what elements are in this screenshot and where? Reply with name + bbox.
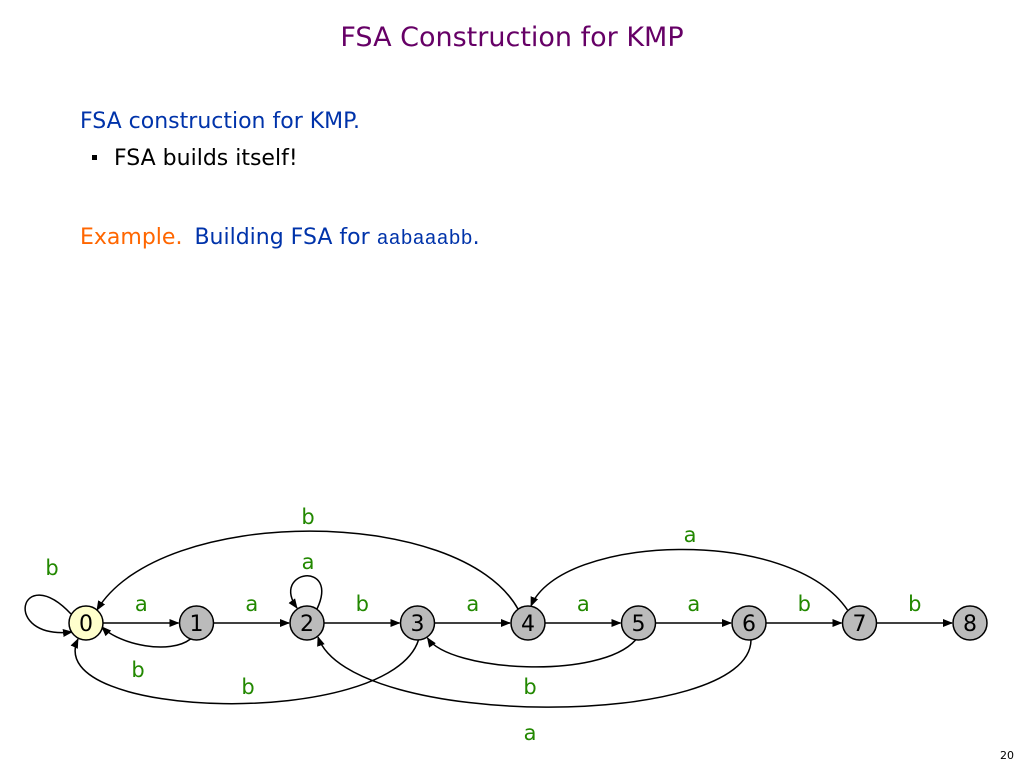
- example-text: Building FSA for: [194, 225, 377, 250]
- state-3-label: 3: [411, 612, 425, 637]
- edge-4-to-0: [96, 530, 519, 611]
- edge-0-to-0: [24, 594, 73, 637]
- bullet-item: FSA builds itself!: [92, 146, 298, 171]
- edge-label-0-to-0: b: [45, 556, 58, 580]
- intro-line: FSA construction for KMP.: [80, 109, 360, 134]
- page-number: 20: [1000, 749, 1014, 762]
- state-0: 0: [68, 605, 104, 641]
- state-5-circle: [620, 605, 657, 641]
- edge-3-to-0: [70, 638, 420, 705]
- edge-label-7-to-4: a: [684, 523, 697, 547]
- edge-5-to-3: [426, 637, 637, 668]
- state-7-circle: [841, 605, 878, 641]
- example-suffix: .: [472, 225, 480, 250]
- state-7-label: 7: [853, 612, 867, 637]
- edge-label-3-to-0: b: [241, 675, 254, 699]
- state-6: 6: [731, 605, 767, 641]
- state-0-label: 0: [79, 612, 93, 637]
- edge-label-7-to-8: b: [908, 592, 921, 616]
- edge-label-3-to-4: a: [466, 592, 479, 616]
- edge-label-1-to-0: b: [131, 658, 144, 682]
- edge-label-4-to-5: a: [577, 592, 590, 616]
- state-1: 1: [178, 605, 215, 641]
- edge-1-to-0: [101, 626, 191, 648]
- bullet-square-icon: [92, 154, 97, 160]
- edge-label-2-to-3: b: [356, 592, 369, 616]
- state-1-label: 1: [190, 612, 204, 637]
- pattern-string: aabaaabb: [376, 228, 473, 251]
- state-8: 8: [952, 605, 988, 641]
- state-4: 4: [510, 605, 546, 641]
- edge-label-5-to-3: b: [523, 675, 536, 699]
- edge-6-to-2: [317, 636, 752, 708]
- state-7: 7: [841, 605, 878, 641]
- edge-label-4-to-0: b: [301, 505, 314, 529]
- state-6-label: 6: [742, 612, 756, 637]
- state-2: 2: [289, 605, 325, 641]
- state-5-label: 5: [632, 612, 646, 637]
- edge-label-2-to-2: a: [302, 550, 315, 574]
- example-label: Example.: [80, 225, 183, 250]
- state-6-circle: [731, 605, 767, 641]
- state-4-circle: [510, 605, 546, 641]
- example-line: Example. Building FSA for aabaaabb.: [80, 225, 480, 251]
- bullet-text: FSA builds itself!: [114, 146, 298, 171]
- state-3: 3: [399, 605, 436, 641]
- state-4-label: 4: [521, 612, 535, 637]
- state-1-circle: [178, 605, 215, 641]
- edge-7-to-4: [530, 548, 849, 611]
- edge-label-6-to-2: a: [524, 721, 537, 745]
- state-2-circle: [289, 605, 325, 641]
- edge-label-0-to-1: a: [135, 592, 148, 616]
- slide-title: FSA Construction for KMP: [340, 22, 684, 53]
- state-5: 5: [620, 605, 657, 641]
- state-8-label: 8: [963, 612, 977, 637]
- edge-2-to-2: [288, 575, 323, 610]
- state-8-circle: [952, 605, 988, 641]
- state-2-label: 2: [300, 612, 314, 637]
- edge-label-5-to-6: a: [687, 592, 700, 616]
- state-0-circle: [68, 605, 104, 641]
- state-3-circle: [399, 605, 436, 641]
- edge-label-6-to-7: b: [798, 592, 811, 616]
- edge-label-1-to-2: a: [245, 592, 258, 616]
